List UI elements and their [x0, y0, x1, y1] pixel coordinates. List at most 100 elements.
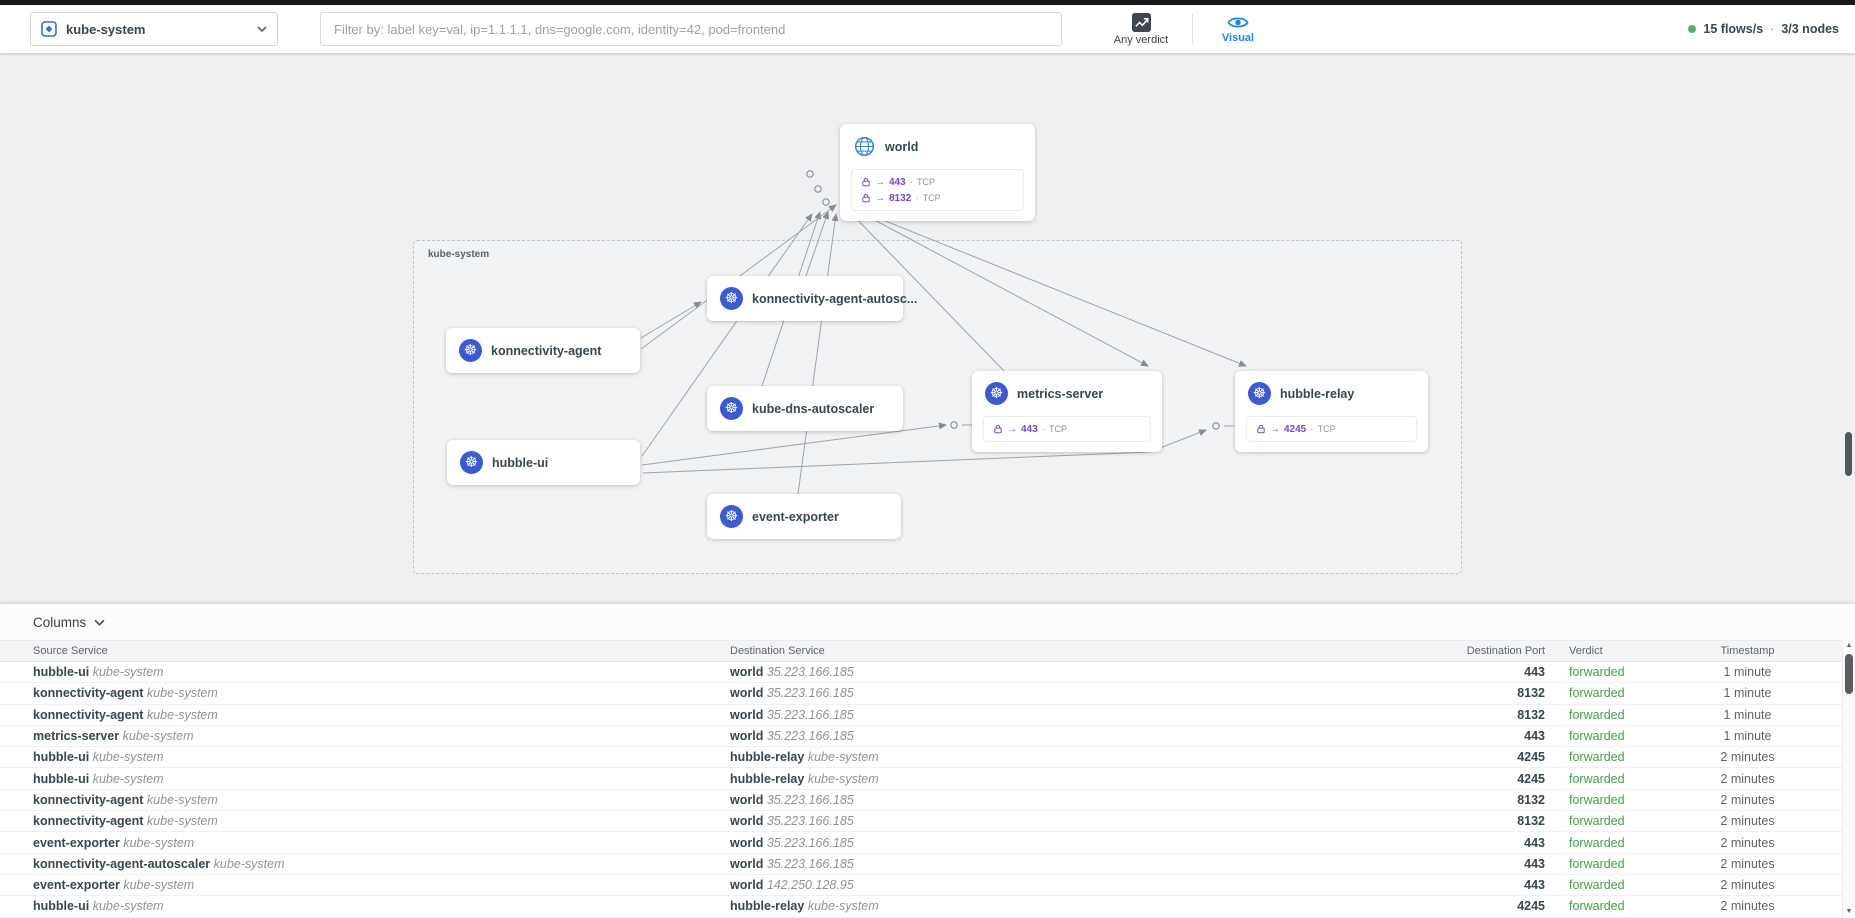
flow-destination: world 35.223.166.185 — [700, 814, 1215, 828]
verdict-filter-button[interactable]: Any verdict — [1108, 12, 1174, 46]
flow-row[interactable]: konnectivity-agent kube-system world 35.2… — [0, 683, 1855, 705]
source-service-name: konnectivity-agent — [33, 686, 144, 701]
flows-scrollbar-thumb[interactable] — [1845, 654, 1853, 694]
flow-timestamp: 2 minutes — [1720, 771, 1775, 786]
scroll-down-icon[interactable]: ▼ — [1845, 908, 1853, 915]
flow-destination-port: 443 — [1524, 856, 1545, 871]
flow-source: hubble-ui kube-system — [0, 899, 700, 913]
status-separator: · — [1770, 22, 1775, 36]
source-namespace: kube-system — [146, 814, 218, 829]
port-protocol: TCP — [922, 193, 941, 203]
port-row[interactable]: →443·TCP — [861, 174, 1014, 190]
flow-source: metrics-server kube-system — [0, 729, 700, 743]
destination-detail: 35.223.166.185 — [766, 707, 854, 722]
flow-filter-input[interactable] — [320, 12, 1062, 46]
service-node-hubble-relay[interactable]: ☸hubble-relay→4245·TCP — [1235, 371, 1428, 452]
kubernetes-icon: ☸ — [1248, 382, 1271, 405]
source-namespace: kube-system — [146, 686, 218, 701]
col-header-destination-service[interactable]: Destination Service — [730, 645, 825, 657]
destination-service-name: world — [730, 835, 764, 850]
source-namespace: kube-system — [92, 771, 164, 786]
scroll-up-icon[interactable]: ▲ — [1845, 642, 1853, 649]
visual-toggle-label: Visual — [1221, 31, 1255, 44]
flow-timestamp: 1 minute — [1723, 665, 1772, 680]
source-service-name: hubble-ui — [33, 665, 90, 680]
flow-destination: hubble-relay kube-system — [700, 772, 1215, 786]
flow-verdict: forwarded — [1569, 729, 1625, 744]
flow-verdict: forwarded — [1569, 665, 1625, 680]
port-arrow: → — [875, 192, 885, 204]
flow-destination: world 35.223.166.185 — [700, 665, 1215, 679]
status-dot-icon — [1688, 25, 1697, 33]
destination-detail: kube-system — [807, 771, 879, 786]
flow-verdict: forwarded — [1569, 878, 1625, 893]
kubernetes-icon: ☸ — [985, 382, 1008, 405]
nodes-count: 3/3 nodes — [1781, 22, 1839, 36]
flow-destination-port: 8132 — [1517, 792, 1545, 807]
service-node-event-exporter[interactable]: ☸event-exporter — [707, 494, 901, 539]
flow-destination-port: 443 — [1524, 729, 1545, 744]
destination-detail: 35.223.166.185 — [766, 814, 854, 829]
node-label: konnectivity-agent — [491, 343, 602, 358]
kubernetes-icon: ☸ — [720, 505, 743, 528]
flow-destination-port: 8132 — [1517, 814, 1545, 829]
port-list: →443·TCP — [983, 416, 1151, 442]
flow-source: konnectivity-agent-autoscaler kube-syste… — [0, 857, 700, 871]
page-scrollbar-thumb[interactable] — [1845, 432, 1852, 476]
flows-table-header: Source Service Destination Service Desti… — [0, 640, 1855, 662]
flow-source: konnectivity-agent kube-system — [0, 814, 700, 828]
topbar: kube-system Any verdict Visual 15 flows/… — [0, 5, 1855, 53]
columns-button[interactable]: Columns — [33, 615, 105, 630]
service-node-world[interactable]: world→443·TCP→8132·TCP — [840, 124, 1035, 221]
service-node-hubble-ui[interactable]: ☸hubble-ui — [447, 440, 640, 485]
service-node-konnectivity-agent-autoscaler[interactable]: ☸konnectivity-agent-autosc... — [707, 276, 917, 321]
port-row[interactable]: →8132·TCP — [861, 190, 1014, 206]
flow-destination: world 35.223.166.185 — [700, 686, 1215, 700]
port-row[interactable]: →4245·TCP — [1256, 421, 1407, 437]
flows-scrollbar[interactable]: ▲ ▼ — [1842, 640, 1855, 918]
namespace-selector[interactable]: kube-system — [30, 12, 278, 46]
flow-destination-port: 8132 — [1517, 686, 1545, 701]
col-header-source-service[interactable]: Source Service — [33, 645, 108, 657]
service-node-konnectivity-agent[interactable]: ☸ konnectivity-agent — [446, 328, 640, 373]
source-namespace: kube-system — [123, 878, 195, 893]
flow-destination-port: 443 — [1524, 878, 1545, 893]
lock-icon — [993, 424, 1003, 434]
source-namespace: kube-system — [92, 750, 164, 765]
flow-row[interactable]: konnectivity-agent-autoscaler kube-syste… — [0, 853, 1855, 875]
flow-source: konnectivity-agent kube-system — [0, 793, 700, 807]
visual-toggle-button[interactable]: Visual — [1211, 15, 1265, 44]
col-header-verdict[interactable]: Verdict — [1569, 645, 1603, 657]
flow-destination: world 35.223.166.185 — [700, 708, 1215, 722]
flow-verdict: forwarded — [1569, 856, 1625, 871]
col-header-timestamp[interactable]: Timestamp — [1720, 645, 1775, 657]
port-row[interactable]: →443·TCP — [993, 421, 1141, 437]
source-service-name: event-exporter — [33, 835, 120, 850]
source-namespace: kube-system — [123, 835, 195, 850]
flow-destination: world 35.223.166.185 — [700, 729, 1215, 743]
node-label: konnectivity-agent-autosc... — [752, 291, 918, 306]
service-node-metrics-server[interactable]: ☸metrics-server→443·TCP — [972, 371, 1162, 452]
destination-service-name: world — [730, 792, 764, 807]
flow-source: konnectivity-agent kube-system — [0, 708, 700, 722]
chevron-down-icon — [94, 619, 105, 626]
flow-timestamp: 1 minute — [1723, 729, 1772, 744]
destination-service-name: hubble-relay — [730, 771, 805, 786]
flow-destination-port: 4245 — [1517, 771, 1545, 786]
col-header-destination-port[interactable]: Destination Port — [1466, 645, 1545, 657]
source-service-name: konnectivity-agent — [33, 792, 144, 807]
kubernetes-icon: ☸ — [459, 339, 482, 362]
flows-toolbar: Columns — [0, 604, 1855, 640]
service-node-kube-dns-autoscaler[interactable]: ☸kube-dns-autoscaler — [707, 386, 903, 431]
flow-destination: hubble-relay kube-system — [700, 899, 1215, 913]
